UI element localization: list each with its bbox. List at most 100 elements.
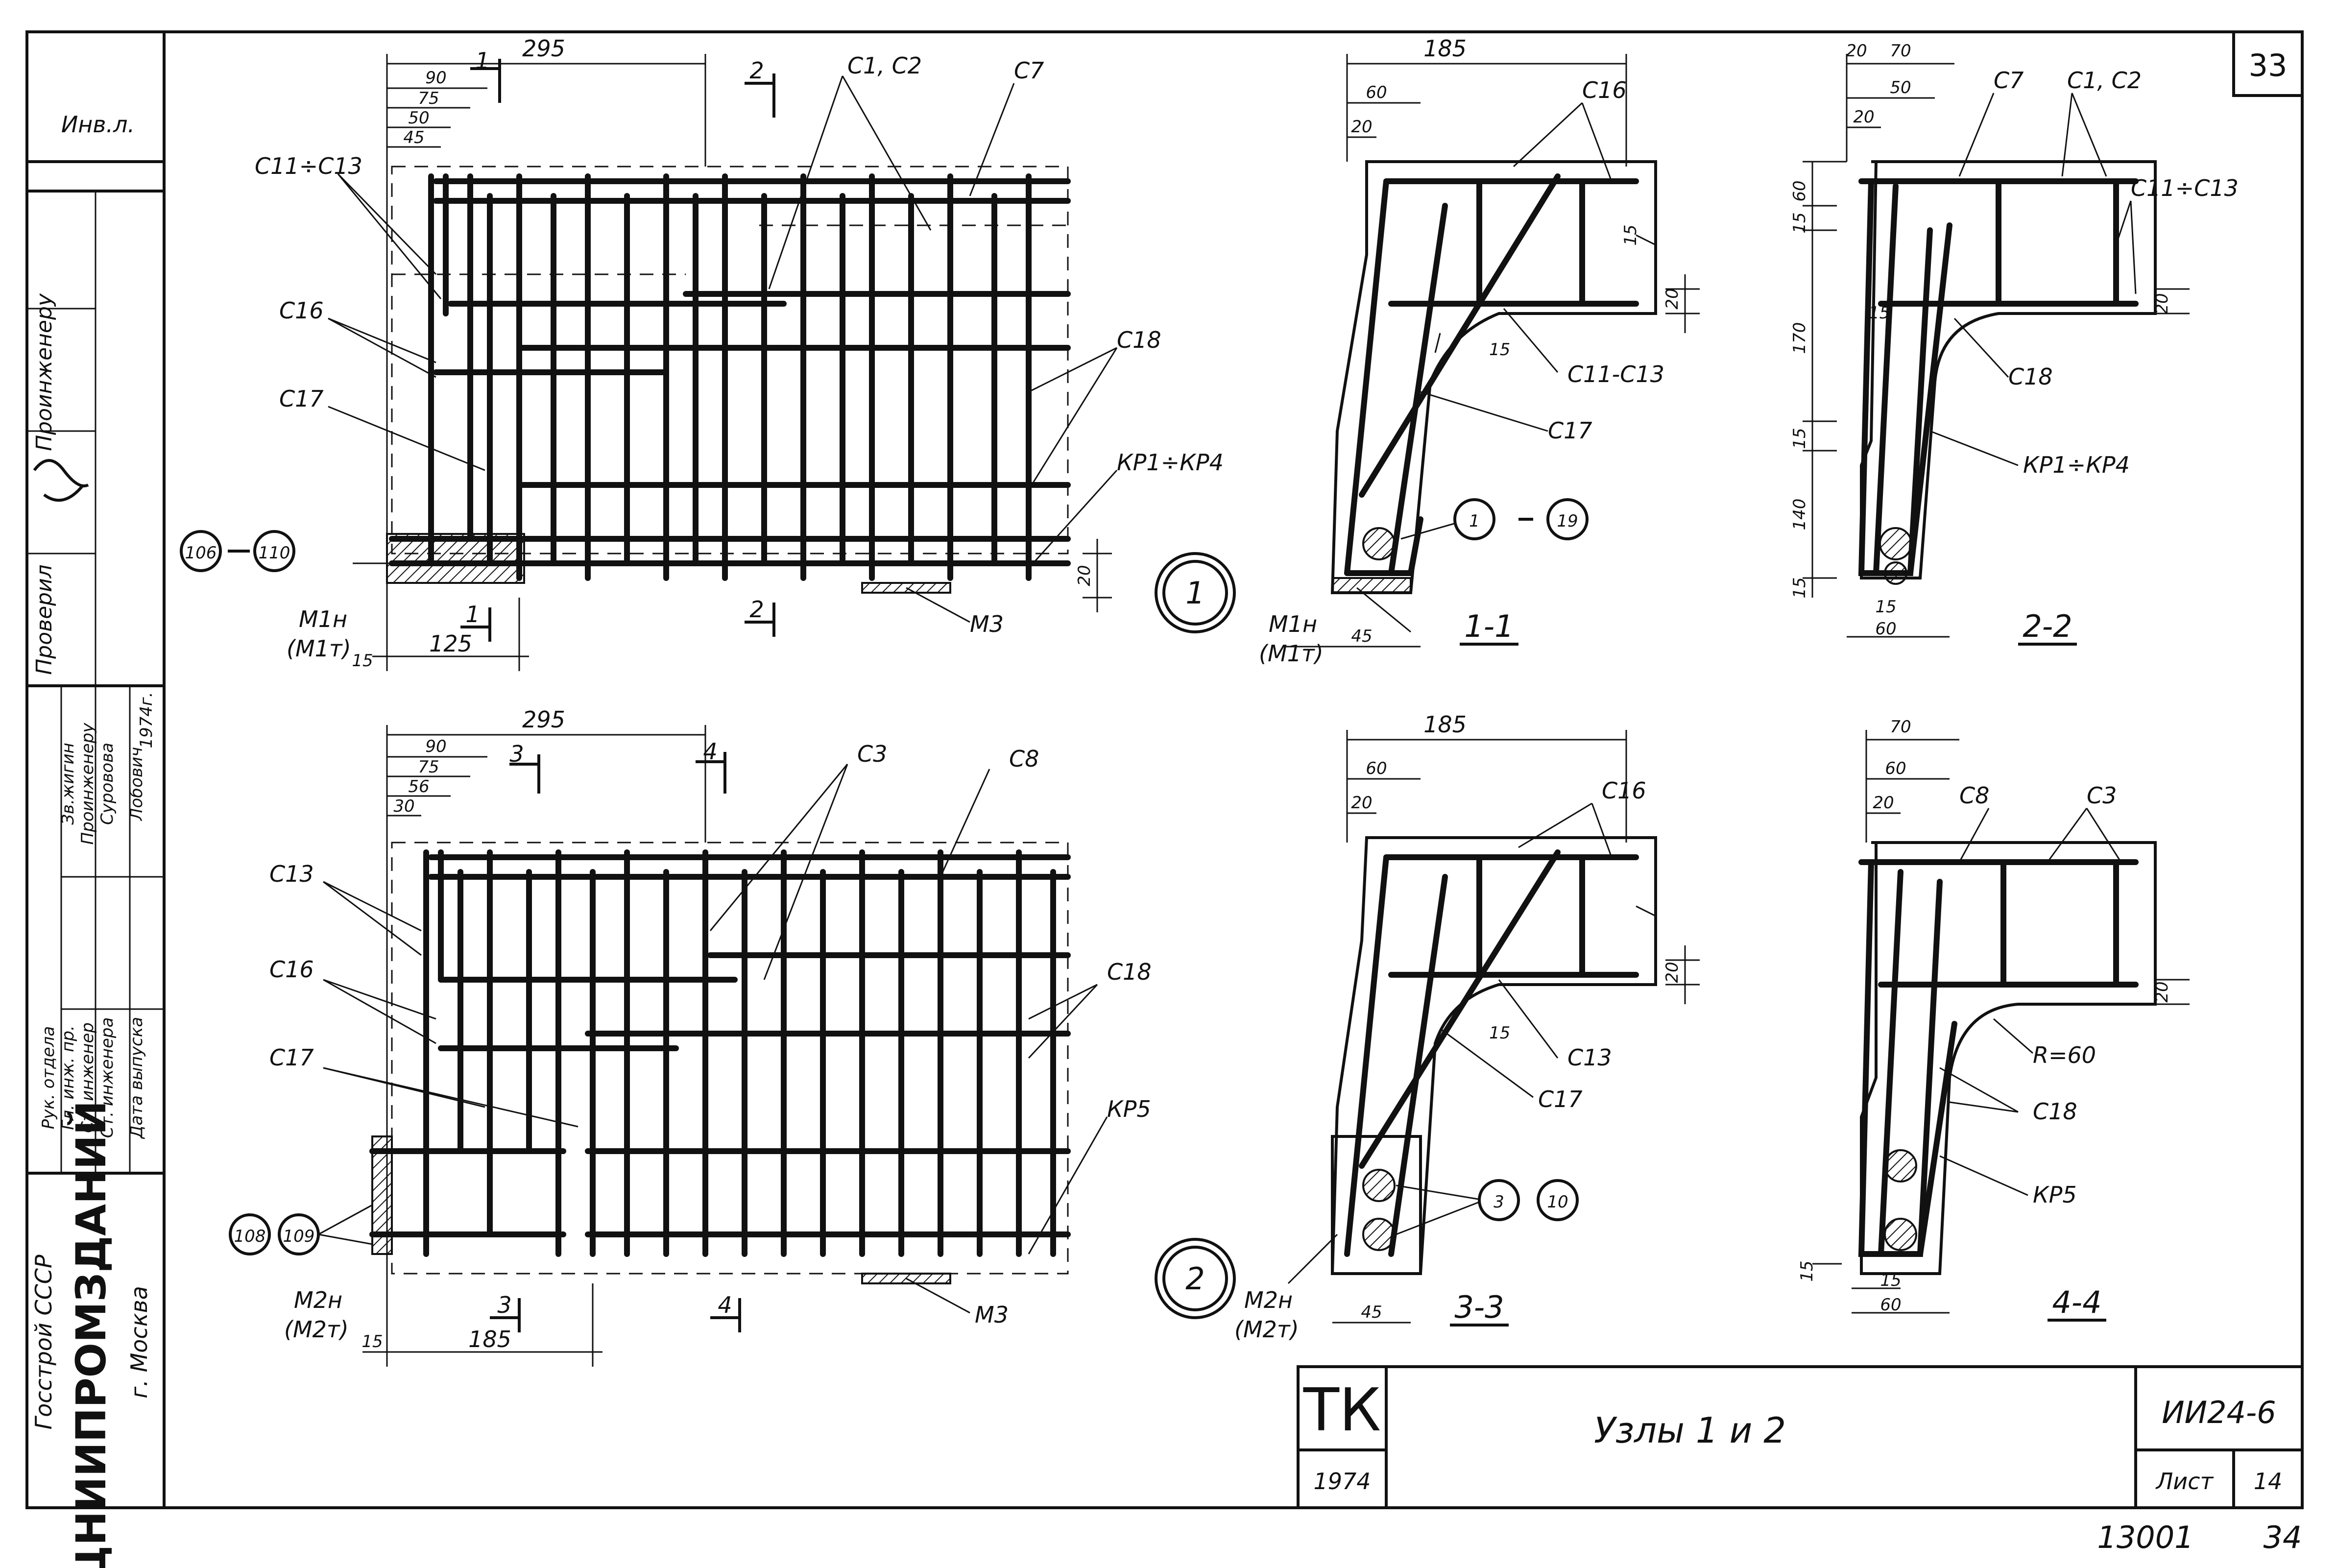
s33-circle-to [1537, 1179, 1579, 1221]
n2-anchor-to: 109 [283, 1227, 315, 1246]
sheet-title: Узлы 1 и 2 [1594, 1410, 1786, 1451]
s44-bar-b [1884, 1218, 1917, 1251]
role-0: Рук. отдела [39, 1026, 58, 1129]
s22-dim-15d: 15 [1875, 597, 1896, 617]
n1-dim-20: 20 [1075, 565, 1094, 586]
n2-label-c18: С18 [1107, 959, 1152, 985]
s11-dim-60: 60 [1366, 83, 1387, 102]
n2-label-c13: С13 [269, 861, 314, 887]
s44-outline [1860, 841, 2157, 1275]
doc-code: ИИ24-6 [2162, 1395, 2276, 1430]
s44-dim-20: 20 [1873, 793, 1894, 813]
s22-title: 2-2 [2023, 608, 2072, 644]
s22-dim-70: 70 [1890, 41, 1911, 61]
n1-dim-90: 90 [425, 68, 446, 88]
node2-marker: 2 [1185, 1261, 1205, 1297]
s22-dim-50: 50 [1890, 78, 1911, 97]
s11-dim-20a: 20 [1351, 117, 1372, 137]
s22-label-c18: С18 [2008, 363, 2053, 390]
n2-leaders [323, 764, 1108, 1314]
footer-right: 34 [2264, 1520, 2302, 1555]
s22-dim-20b: 20 [1853, 107, 1874, 127]
n2-dim-15: 15 [361, 1332, 383, 1351]
n2-cut-3-top: 3 [509, 741, 524, 767]
s22-dim-15e: 15 [1869, 303, 1890, 323]
title-block: ТК 1974 Узлы 1 и 2 ИИ24-6 Лист 14 [1297, 1365, 2304, 1509]
role-1: Гл. инж. пр. [58, 1025, 78, 1130]
s22-label-kp1kp4: КР1÷КР4 [2023, 452, 2130, 478]
s33-dim-185: 185 [1423, 711, 1467, 738]
s44-title: 4-4 [2052, 1284, 2101, 1320]
s33-label-m2n: М2н [1244, 1287, 1293, 1313]
s11-dim-20b: 20 [1662, 288, 1682, 309]
n1-dim-15: 15 [352, 651, 373, 671]
s44-label-kp5: КР5 [2033, 1182, 2077, 1208]
n1-anchor-to-circle [253, 530, 295, 572]
s22-dim-170: 170 [1790, 322, 1809, 354]
name-3: Лобович [127, 747, 146, 821]
n2-concrete-outline [391, 842, 1069, 1275]
s11-circle-from-text: 1 [1469, 511, 1480, 531]
n2-rebar-cage [369, 849, 1071, 1257]
n1-anchor-to: 110 [259, 543, 290, 563]
footer-left: 13001 [2097, 1520, 2193, 1555]
node1-marker-inner [1162, 560, 1228, 626]
s44-label-c3: С3 [2087, 782, 2117, 809]
s33-dim-15: 15 [1489, 1023, 1510, 1043]
n1-dim-50: 50 [408, 108, 429, 128]
n2-dim-30: 30 [393, 796, 414, 816]
n2-label-c16: С16 [269, 956, 314, 983]
node2-elevation: 295 90 75 56 30 15 185 [229, 706, 1236, 1367]
s33-bar-b [1362, 1218, 1396, 1251]
n1-label-c1c2: С1, С2 [847, 52, 922, 79]
s22-label-c7: С7 [1994, 67, 2024, 94]
n1-rebar-cage [389, 173, 1071, 581]
org-gosstroy: Госстрой СССР [30, 1254, 57, 1429]
n2-label-kp5: КР5 [1107, 1096, 1151, 1122]
n1-plate-m1 [386, 533, 525, 584]
s44-label-c18: С18 [2033, 1098, 2077, 1125]
s33-title: 3-3 [1454, 1289, 1504, 1325]
s33-plate [1331, 1135, 1422, 1275]
n1-dim-75: 75 [418, 89, 439, 108]
s22-dim-20: 20 [1846, 41, 1867, 61]
s22-rebar [1858, 178, 2139, 576]
n1-cut-marks [460, 59, 775, 642]
n1-cut-2-bottom: 2 [749, 596, 764, 623]
side-roles: Рук. отдела Гл. инж. пр. Ст. инженер Ст.… [39, 1017, 146, 1139]
n1-concrete-outline [391, 166, 1069, 555]
n1-anchor-from-circle [180, 530, 222, 572]
s11-label-m1t: (М1т) [1259, 640, 1324, 667]
s11-label-15: 15 [1489, 340, 1510, 360]
s33-label-c16: С16 [1602, 777, 1646, 804]
s33-dim-60: 60 [1366, 759, 1387, 778]
s22-bar-b [1884, 561, 1907, 585]
s44-dim-15b: 15 [1880, 1271, 1901, 1290]
s22-dim-15b: 15 [1790, 428, 1809, 449]
s11-dim-45: 45 [1351, 627, 1372, 646]
s11-plate [1331, 577, 1412, 594]
node2-marker-inner [1162, 1246, 1228, 1311]
s33-label-c17: С17 [1538, 1086, 1583, 1112]
n2-label-m2t: (М2т) [284, 1316, 349, 1343]
tk-year: 1974 [1313, 1468, 1371, 1495]
s11-bar-section [1362, 527, 1396, 560]
n2-cut-marks [490, 752, 741, 1332]
section-4-4: 70 60 20 15 15 60 20 С8 С3 R=60 С18 КР5 … [1797, 717, 2190, 1322]
s33-circle-to-text: 10 [1547, 1192, 1568, 1212]
signature [33, 459, 89, 502]
s11-label-c16: С16 [1582, 77, 1627, 103]
section-1-1: 185 60 20 20 45 15 С16 С11-С13 С17 М1н (… [1259, 35, 1700, 667]
node2-dimensions [362, 725, 706, 1367]
s22-bar-a [1879, 527, 1912, 560]
s44-label-c8: С8 [1959, 782, 1989, 809]
n2-cut-3-bottom: 3 [497, 1292, 511, 1318]
n1-label-m1n: М1н [299, 606, 347, 632]
page-number: 33 [2249, 48, 2288, 83]
s33-circle-from-text: 3 [1494, 1192, 1504, 1212]
s33-dim-45: 45 [1361, 1303, 1382, 1322]
s11-label-c11c13: С11-С13 [1567, 361, 1664, 387]
section-3-3: 185 60 20 20 45 15 С16 С13 С17 М2н (М2т)… [1234, 711, 1700, 1343]
n2-label-c3: С3 [857, 741, 887, 767]
